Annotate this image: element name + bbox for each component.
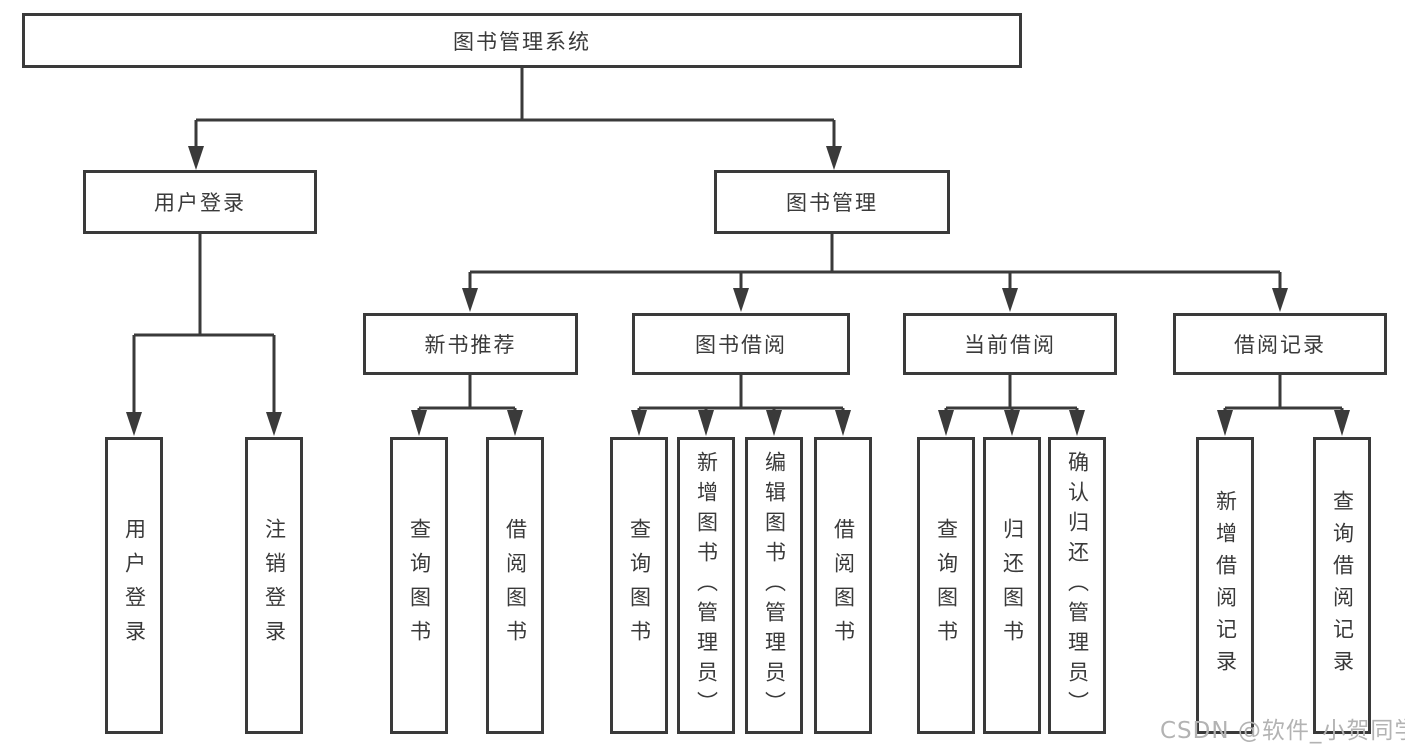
arrowhead: [462, 288, 478, 312]
arrowhead: [766, 410, 782, 436]
leaf-return-book: 归还图书: [983, 437, 1041, 734]
node-label: 确认归还（管理员）: [1065, 450, 1090, 721]
leaf-query-books-borrow: 查询图书: [610, 437, 668, 734]
node-label: 查询图书: [627, 517, 652, 654]
node-label: 图书借阅: [695, 333, 787, 357]
leaf-edit-book-admin: 编辑图书（管理员）: [745, 437, 803, 734]
arrowhead: [1004, 410, 1020, 436]
leaf-query-books-recommend: 查询图书: [390, 437, 448, 734]
leaf-query-books-current: 查询图书: [917, 437, 975, 734]
arrowhead: [938, 410, 954, 436]
node-label: 借阅记录: [1234, 333, 1326, 357]
node-user-login: 用户登录: [83, 170, 317, 234]
arrowhead: [1334, 410, 1350, 436]
leaf-add-borrow-record: 新增借阅记录: [1196, 437, 1254, 734]
leaf-borrow-books-recommend: 借阅图书: [486, 437, 544, 734]
node-label: 注销登录: [262, 517, 287, 654]
node-label: 借阅图书: [503, 517, 528, 654]
node-label: 用户登录: [122, 517, 147, 654]
arrowhead: [411, 410, 427, 436]
leaf-logout: 注销登录: [245, 437, 303, 734]
leaf-borrow-books: 借阅图书: [814, 437, 872, 734]
leaf-user-login: 用户登录: [105, 437, 163, 734]
arrowhead: [1217, 410, 1233, 436]
node-label: 编辑图书（管理员）: [762, 450, 787, 721]
node-new-book-recommendation: 新书推荐: [363, 313, 578, 375]
node-label: 用户登录: [154, 191, 246, 215]
node-label: 新书推荐: [424, 333, 517, 357]
node-borrowing-records: 借阅记录: [1173, 313, 1387, 375]
arrowhead: [266, 412, 282, 436]
node-label: 借阅图书: [831, 517, 856, 654]
node-label: 查询图书: [407, 517, 432, 654]
node-label: 新增借阅记录: [1213, 489, 1238, 682]
node-label: 归还图书: [1000, 517, 1025, 654]
arrowhead: [698, 410, 714, 436]
arrowhead: [188, 146, 204, 170]
arrowhead: [1272, 288, 1288, 312]
node-book-management: 图书管理: [714, 170, 950, 234]
node-label: 查询借阅记录: [1330, 489, 1355, 682]
node-label: 图书管理系统: [453, 29, 591, 54]
leaf-confirm-return-admin: 确认归还（管理员）: [1048, 437, 1106, 734]
leaf-query-borrow-record: 查询借阅记录: [1313, 437, 1371, 734]
node-label: 新增图书（管理员）: [694, 450, 719, 721]
arrowhead: [507, 410, 523, 436]
arrowhead: [1002, 288, 1018, 312]
arrowhead: [733, 288, 749, 312]
node-label: 图书管理: [786, 191, 878, 215]
arrowhead: [835, 410, 851, 436]
node-book-borrowing: 图书借阅: [632, 313, 850, 375]
arrowhead: [826, 146, 842, 170]
arrowhead: [1069, 410, 1085, 436]
csdn-watermark: CSDN @软件_小贺同学: [1160, 718, 1405, 744]
arrowhead: [631, 410, 647, 436]
arrowhead: [126, 412, 142, 436]
leaf-add-book-admin: 新增图书（管理员）: [677, 437, 735, 734]
node-library-management-system: 图书管理系统: [22, 13, 1022, 68]
node-label: 查询图书: [934, 517, 959, 654]
node-label: 当前借阅: [964, 333, 1056, 357]
node-current-borrowing: 当前借阅: [903, 313, 1117, 375]
